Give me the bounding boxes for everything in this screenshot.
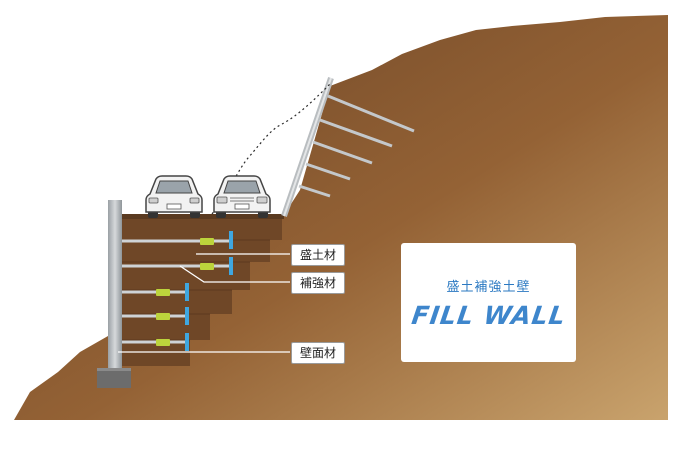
ground-anchor [305,162,351,181]
fill-layer [120,290,232,314]
fill-layer [120,340,190,366]
car-icon [213,175,271,218]
fill-layer [120,218,282,240]
joint [156,289,170,296]
connection-joints [156,238,214,346]
ground-anchor [327,94,415,133]
joint [200,238,214,245]
anchor-plate [185,333,189,351]
joint [156,339,170,346]
brand-subtitle: 盛土補強土壁 [446,279,531,295]
ground-anchor [298,184,331,198]
ground-anchors [298,94,415,198]
anchor-plates [185,231,233,351]
road-surface [120,214,284,219]
wall-footing [97,368,131,388]
label-fill: 盛土材 [291,244,346,266]
leader-lines [118,253,290,353]
anchor-plate [185,307,189,325]
label-reinforcement: 補強材 [291,272,346,294]
wall-face-panel [108,200,122,372]
anchor-plate [229,257,233,275]
fill-layer [120,240,270,262]
joint [200,263,214,270]
ground-anchor [312,140,373,165]
car-icon [145,175,203,218]
joint [156,313,170,320]
label-wall-face: 壁面材 [291,342,346,364]
fill-layers [120,218,282,366]
brand-card: 盛土補強土壁 FILL WALL [401,243,576,362]
brand-name: FILL WALL [409,300,568,330]
ground-anchor [319,118,393,148]
anchor-plate [229,231,233,249]
leader-reinforcement [179,265,290,283]
anchor-plate [185,283,189,301]
